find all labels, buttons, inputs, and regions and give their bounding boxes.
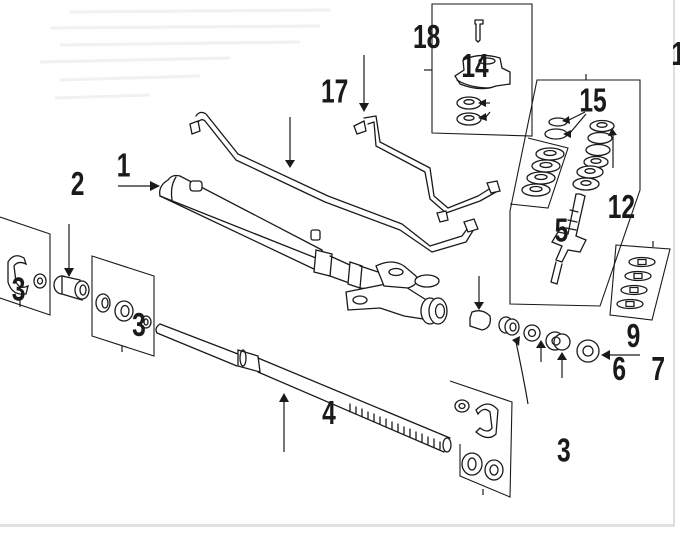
seal-kit-box-left <box>0 216 51 316</box>
callout-3-middle: 3 <box>132 306 146 344</box>
background-artifact <box>39 8 331 100</box>
callout-14: 14 <box>461 47 489 85</box>
rack-shaft-4 <box>155 323 452 453</box>
callout-9: 9 <box>627 318 641 356</box>
bushing-2 <box>53 224 90 301</box>
callout-1: 1 <box>117 147 131 185</box>
callout-5: 5 <box>555 212 569 250</box>
callout-2: 2 <box>71 165 85 203</box>
callout-18: 18 <box>413 18 440 56</box>
bracket-box <box>424 3 533 137</box>
callout-labels: 1 2 3 3 3 4 5 6 7 8 9 10 11 12 13 14 15 … <box>12 18 680 469</box>
spring-6 <box>498 316 520 336</box>
callout-3-left: 3 <box>12 271 26 309</box>
rack-guide-parts <box>469 276 640 405</box>
callout-6: 6 <box>612 350 626 388</box>
callout-7: 7 <box>651 350 665 388</box>
o-ring-box <box>609 241 671 321</box>
seal-stack-12 <box>521 147 565 197</box>
return-line-18 <box>353 115 501 223</box>
callout-3-right: 3 <box>557 432 571 470</box>
callout-15: 15 <box>579 82 606 120</box>
callout-17: 17 <box>321 73 348 111</box>
leader-lines <box>118 55 369 191</box>
callout-4: 4 <box>322 394 336 432</box>
seal-kit-box-middle <box>91 255 155 357</box>
lock-nut-8 <box>576 339 600 363</box>
pressure-line-17 <box>189 111 479 253</box>
washer-9 <box>523 324 541 342</box>
rack-housing-1 <box>159 174 448 325</box>
guide-screw-7 <box>545 331 571 351</box>
callout-10: 10 <box>671 35 680 73</box>
callout-12: 12 <box>608 188 635 226</box>
seal-kit-box-right <box>449 380 513 498</box>
pinion-valve-box <box>509 74 641 307</box>
rack-guide-5 <box>469 310 491 331</box>
